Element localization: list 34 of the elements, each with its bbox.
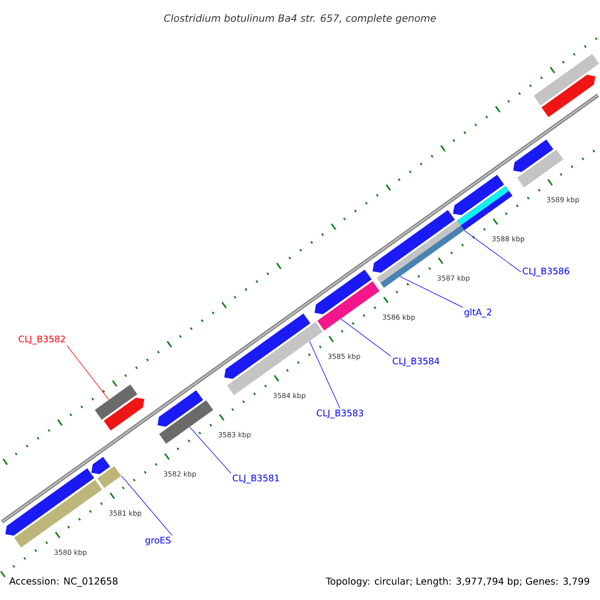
gene-bar (97, 466, 122, 488)
gene-label: CLJ_B3583 (316, 410, 364, 418)
gene-bar (14, 480, 102, 548)
leader-line (340, 318, 392, 357)
leader-line (464, 230, 522, 272)
accession-text: Accession: NC_012658 (9, 577, 118, 587)
gene-feature (453, 174, 504, 216)
gene-label: CLJ_B3584 (392, 358, 440, 366)
gene-feature (91, 456, 110, 474)
leader-line (400, 276, 464, 308)
gene-feature (5, 468, 94, 536)
gene-label: CLJ_B3586 (522, 268, 570, 276)
gene-feature (541, 74, 596, 118)
title: Clostridium botulinum Ba4 str. 657, complete genome (164, 14, 436, 24)
gene-feature (372, 210, 455, 273)
gene-bar (534, 54, 600, 106)
gene-bar (317, 281, 380, 331)
leader-line (121, 476, 173, 536)
gene-bar (94, 384, 138, 420)
gene-bar (159, 400, 214, 444)
leader-line (66, 345, 110, 400)
genome-info-text: Topology: circular; Length: 3,977,794 bp; Genes: 3,799 (326, 577, 590, 587)
gene-bar (517, 150, 564, 188)
gene-label: CLJ_B3582 (18, 336, 65, 344)
gene-label: gltA_2 (464, 308, 492, 318)
gene-feature (513, 140, 554, 172)
leader-line (189, 426, 232, 474)
gene-label: CLJ_B3581 (232, 474, 279, 484)
gene-feature (158, 390, 204, 427)
gene-feature (104, 398, 144, 431)
gene-feature (314, 270, 372, 314)
gene-label: groES (145, 536, 171, 546)
leader-line (309, 341, 340, 409)
gene-feature (224, 313, 310, 379)
